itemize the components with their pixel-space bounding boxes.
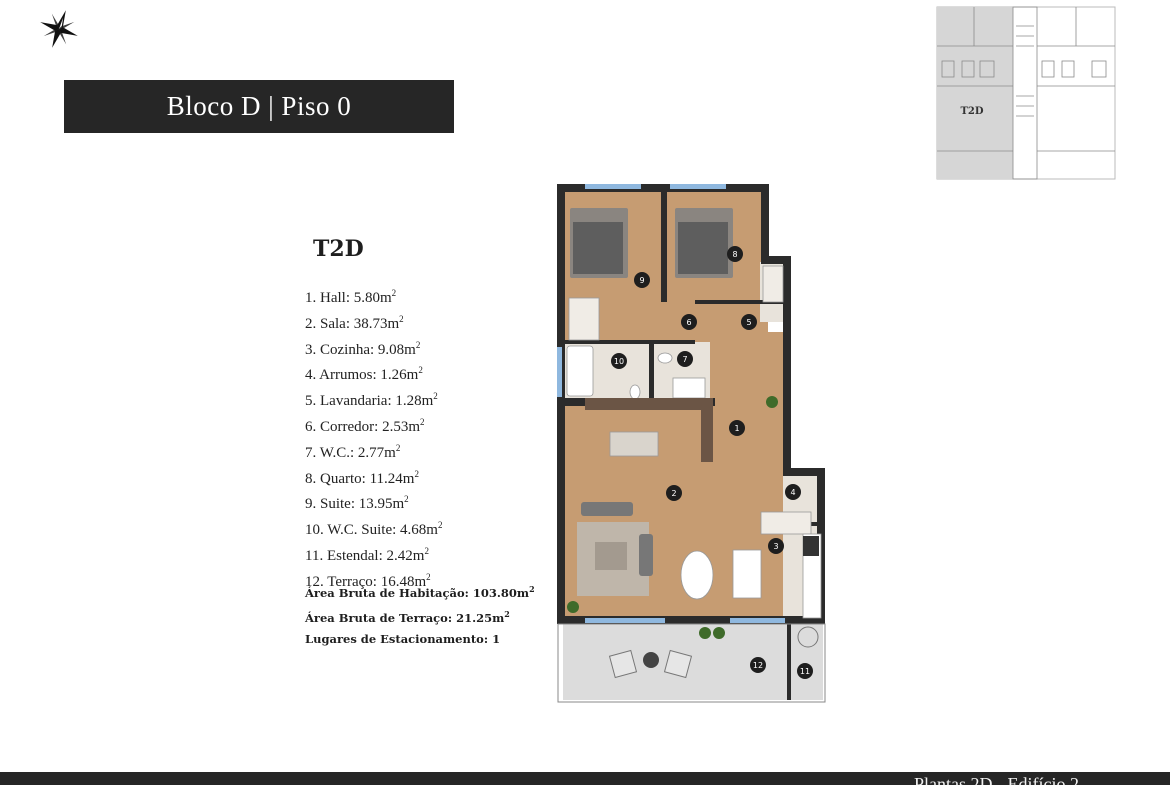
room-marker-label: 10: [614, 357, 624, 366]
room-area-item: 1. Hall: 5.80m2: [305, 283, 442, 309]
room-marker-circle: [797, 663, 813, 679]
room-marker-5: 5: [741, 314, 757, 330]
room-marker-6: 6: [681, 314, 697, 330]
compass-rose-icon: [40, 10, 78, 48]
room-marker-7: 7: [677, 351, 693, 367]
room-marker-label: 3: [773, 542, 778, 551]
room-area-text: 6. Corredor: 2.53m: [305, 418, 420, 435]
room-area-item: 3. Cozinha: 9.08m2: [305, 335, 442, 361]
room-marker-label: 6: [686, 318, 691, 327]
room-marker-label: 9: [639, 276, 644, 285]
title-banner: Bloco D | Piso 0: [64, 80, 454, 133]
room-marker-1: 1: [729, 420, 745, 436]
terrace-floor: [563, 622, 823, 700]
room-area-item: 8. Quarto: 11.24m2: [305, 464, 442, 490]
footer-bar: Plantas 2D - Edifício 2: [0, 772, 1170, 785]
area-summary-line: Área Bruta de Habitação: 103.80m2: [305, 579, 535, 604]
page-title: Bloco D | Piso 0: [166, 91, 352, 121]
room-area-text: 4. Arrumos: 1.26m: [305, 367, 419, 384]
room-marker-label: 8: [732, 250, 737, 259]
room-area-text: 3. Cozinha: 9.08m: [305, 341, 416, 358]
room-marker-11: 11: [797, 663, 813, 679]
room-marker-label: 1: [734, 424, 739, 433]
room-area-text: 8. Quarto: 11.24m: [305, 470, 415, 487]
room-area-text: 10. W.C. Suite: 4.68m: [305, 522, 438, 539]
room-area-item: 9. Suite: 13.95m2: [305, 489, 442, 515]
room-area-unit-exponent: 2: [419, 416, 425, 427]
building-key-plan: T2D: [936, 6, 1116, 180]
room-marker-2: 2: [666, 485, 682, 501]
room-area-text: 5. Lavandaria: 1.28m: [305, 393, 434, 410]
room-marker-circle: [741, 314, 757, 330]
room-area-unit-exponent: 2: [433, 391, 438, 402]
room-area-unit-exponent: 2: [399, 313, 404, 324]
room-marker-circle: [727, 246, 743, 262]
area-summary-exponent: 2: [529, 584, 535, 594]
area-summary-text: Lugares de Estacionamento: 1: [305, 631, 501, 646]
room-marker-label: 12: [753, 661, 763, 670]
room-marker-circle: [681, 314, 697, 330]
room-area-item: 11. Estendal: 2.42m2: [305, 541, 442, 567]
room-marker-circle: [666, 485, 682, 501]
room-area-text: 12. Terraço: 16.48m: [305, 573, 427, 590]
room-marker-12: 12: [750, 657, 766, 673]
room-marker-circle: [634, 272, 650, 288]
room-area-unit-exponent: 2: [424, 545, 429, 556]
room-area-text: 2. Sala: 38.73m: [305, 315, 400, 332]
room-area-text: 9. Suite: 13.95m: [305, 496, 405, 513]
room-marker-label: 11: [800, 667, 810, 676]
room-area-unit-exponent: 2: [395, 442, 401, 453]
room-area-text: 7. W.C.: 2.77m: [305, 444, 396, 461]
area-summary-text: Área Bruta de Habitação: 103.80m: [305, 585, 530, 600]
room-area-item: 7. W.C.: 2.77m2: [305, 438, 442, 464]
area-summary-text: Área Bruta de Terraço: 21.25m: [305, 610, 505, 625]
footer-caption: Plantas 2D - Edifício 2: [914, 774, 1079, 785]
room-marker-label: 4: [790, 488, 795, 497]
room-marker-circle: [768, 538, 784, 554]
room-area-item: 6. Corredor: 2.53m2: [305, 412, 442, 438]
key-plan-label: T2D: [960, 106, 983, 117]
room-area-unit-exponent: 2: [415, 339, 421, 350]
room-marker-circle: [750, 657, 766, 673]
room-area-item: 5. Lavandaria: 1.28m2: [305, 386, 442, 412]
room-marker-circle: [611, 353, 627, 369]
room-area-item: 10. W.C. Suite: 4.68m2: [305, 515, 442, 541]
room-marker-3: 3: [768, 538, 784, 554]
room-area-unit-exponent: 2: [426, 571, 431, 582]
room-marker-4: 4: [785, 484, 801, 500]
area-summary-line: Lugares de Estacionamento: 1: [305, 629, 535, 650]
room-marker-circle: [677, 351, 693, 367]
room-marker-9: 9: [634, 272, 650, 288]
room-marker-label: 5: [746, 318, 751, 327]
room-area-unit-exponent: 2: [391, 288, 397, 298]
room-marker-circle: [729, 420, 745, 436]
unit-title: T2D: [313, 236, 364, 262]
room-marker-10: 10: [611, 353, 627, 369]
room-marker-8: 8: [727, 246, 743, 262]
room-area-text: 11. Estendal: 2.42m: [305, 547, 425, 564]
room-marker-label: 7: [682, 355, 687, 364]
key-plan-highlight: [937, 7, 1013, 179]
room-marker-circle: [785, 484, 801, 500]
room-area-item: 4. Arrumos: 1.26m2: [305, 360, 442, 386]
room-area-unit-exponent: 2: [414, 468, 419, 479]
room-area-unit-exponent: 2: [437, 520, 443, 531]
room-marker-label: 2: [671, 489, 676, 498]
area-summary-line: Área Bruta de Terraço: 21.25m2: [305, 604, 535, 629]
area-summary-exponent: 2: [504, 608, 510, 619]
room-area-item: 12. Terraço: 16.48m2: [305, 567, 442, 593]
room-area-text: 1. Hall: 5.80m: [305, 290, 392, 306]
room-area-unit-exponent: 2: [404, 494, 409, 505]
room-area-unit-exponent: 2: [418, 365, 423, 376]
room-area-item: 2. Sala: 38.73m2: [305, 309, 442, 335]
